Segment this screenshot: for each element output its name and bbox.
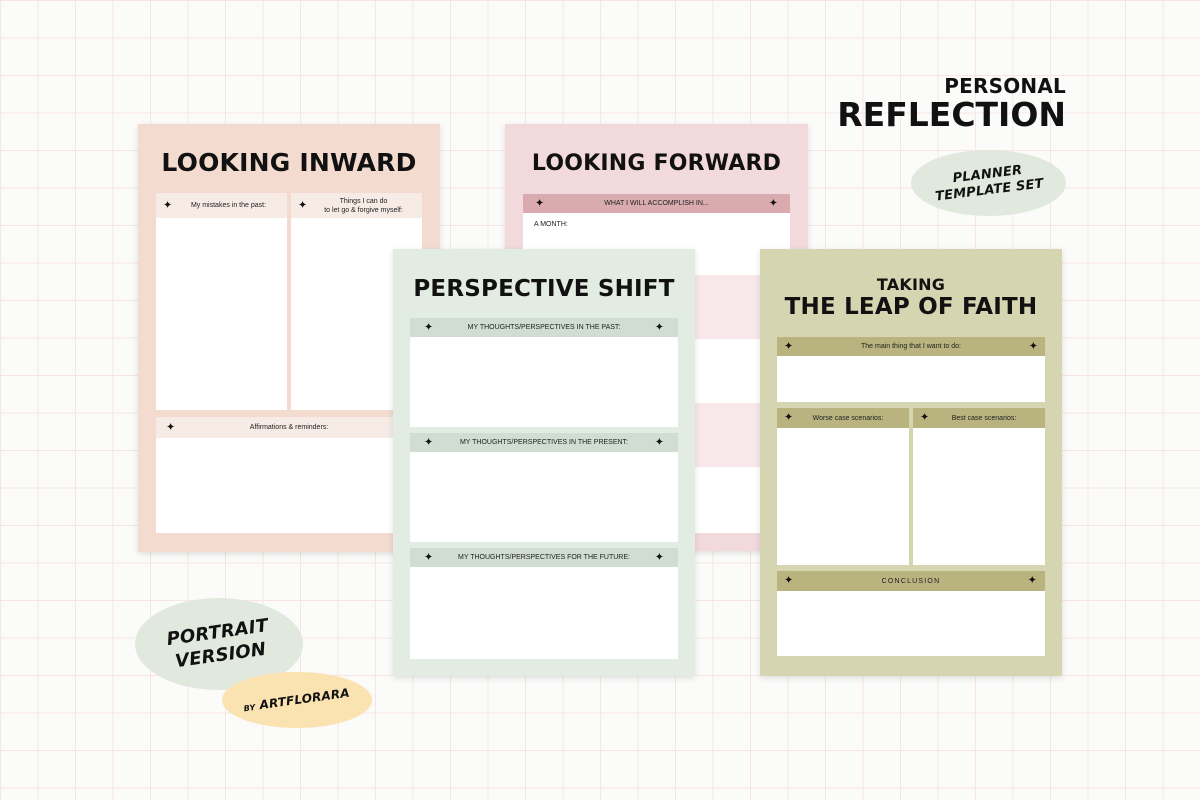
sparkle-icon: ✦ xyxy=(424,320,434,333)
conclusion-box[interactable] xyxy=(777,591,1045,656)
conclusion-header: ✦ CONCLUSION ✦ xyxy=(777,571,1045,591)
page-title: THE LEAP OF FAITH xyxy=(784,294,1038,320)
sparkle-icon: ✦ xyxy=(654,320,664,333)
by-artflorara-badge: BY ARTFLORARA xyxy=(222,672,372,728)
page-title-small: TAKING xyxy=(876,275,946,294)
page-title: PERSPECTIVE SHIFT xyxy=(413,276,675,302)
main-thing-box[interactable] xyxy=(777,356,1045,402)
present-box[interactable] xyxy=(410,452,678,542)
past-label: MY THOUGHTS/PERSPECTIVES IN THE PAST: xyxy=(467,324,621,331)
sparkle-icon: ✦ xyxy=(535,196,545,209)
best-label: Best case scenarios: xyxy=(951,414,1017,422)
affirmations-box[interactable]: ✦ Affirmations & reminders: xyxy=(156,417,422,533)
sparkle-icon: ✦ xyxy=(1028,339,1038,352)
let-go-label-1: Things I can do xyxy=(339,197,388,205)
future-box[interactable] xyxy=(410,567,678,659)
month-label: A MONTH: xyxy=(534,221,568,228)
let-go-label-2: to let go & forgive myself: xyxy=(324,206,403,214)
page-perspective-shift: PERSPECTIVE SHIFT ✦ MY THOUGHTS/PERSPECT… xyxy=(393,249,695,676)
sparkle-icon: ✦ xyxy=(784,411,794,424)
brand-title-small: PERSONAL xyxy=(944,74,1066,98)
affirmations-label: Affirmations & reminders: xyxy=(249,424,329,431)
past-box[interactable] xyxy=(410,337,678,427)
worse-label: Worse case scenarios: xyxy=(812,414,884,422)
planner-template-badge: PLANNER TEMPLATE SET xyxy=(911,150,1066,216)
sparkle-icon: ✦ xyxy=(920,411,930,424)
by-name: ARTFLORARA xyxy=(259,685,351,713)
accomplish-label: WHAT I WILL ACCOMPLISH IN... xyxy=(604,200,709,207)
page-leap-of-faith: TAKING THE LEAP OF FAITH ✦ The main thin… xyxy=(760,249,1062,676)
worse-box[interactable] xyxy=(777,428,909,565)
sparkle-icon: ✦ xyxy=(163,198,173,211)
sparkle-icon: ✦ xyxy=(654,550,664,563)
sparkle-icon: ✦ xyxy=(424,550,434,563)
future-label: MY THOUGHTS/PERSPECTIVES FOR THE FUTURE: xyxy=(458,554,630,561)
sparkle-icon: ✦ xyxy=(784,339,794,352)
sparkle-icon: ✦ xyxy=(424,435,434,448)
mistakes-box[interactable]: ✦ My mistakes in the past: xyxy=(156,193,287,410)
accomplish-header: ✦ WHAT I WILL ACCOMPLISH IN... ✦ xyxy=(523,194,790,213)
page-title: LOOKING FORWARD xyxy=(531,151,782,176)
sparkle-icon: ✦ xyxy=(784,574,795,587)
conclusion-label: CONCLUSION xyxy=(881,577,941,585)
sparkle-icon: ✦ xyxy=(654,435,664,448)
sparkle-icon: ✦ xyxy=(298,198,308,211)
sparkle-icon: ✦ xyxy=(166,420,176,433)
worse-header: ✦ Worse case scenarios: xyxy=(777,408,909,428)
sparkle-icon: ✦ xyxy=(768,196,778,209)
main-thing-label: The main thing that I want to do: xyxy=(860,343,961,350)
past-header: ✦ MY THOUGHTS/PERSPECTIVES IN THE PAST: … xyxy=(410,318,678,337)
best-header: ✦ Best case scenarios: xyxy=(913,408,1045,428)
main-thing-header: ✦ The main thing that I want to do: ✦ xyxy=(777,337,1045,356)
present-label: MY THOUGHTS/PERSPECTIVES IN THE PRESENT: xyxy=(459,439,629,446)
mistakes-label: My mistakes in the past: xyxy=(190,202,267,209)
future-header: ✦ MY THOUGHTS/PERSPECTIVES FOR THE FUTUR… xyxy=(410,548,678,567)
page-title: LOOKING INWARD xyxy=(161,148,417,177)
present-header: ✦ MY THOUGHTS/PERSPECTIVES IN THE PRESEN… xyxy=(410,433,678,452)
by-prefix: BY xyxy=(243,702,257,714)
page-looking-inward: LOOKING INWARD ✦ My mistakes in the past… xyxy=(138,124,440,552)
sparkle-icon: ✦ xyxy=(1027,574,1038,587)
best-box[interactable] xyxy=(913,428,1045,565)
brand-title-big: REFLECTION xyxy=(837,95,1066,134)
